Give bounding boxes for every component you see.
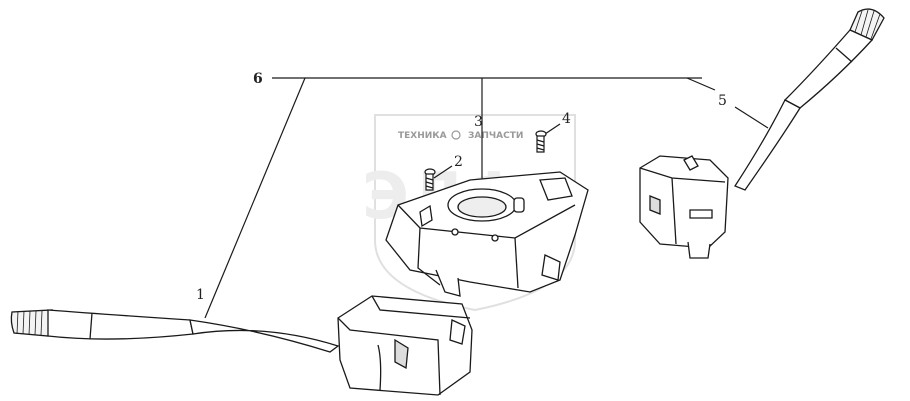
knurled-tip-right (849, 8, 885, 41)
part-1-left-stalk-switch (10, 295, 473, 396)
stalk-shaft (189, 319, 340, 353)
leader-lines (204, 77, 769, 319)
stalk-shaft-right (734, 99, 801, 191)
gear-icon (451, 130, 461, 140)
leader-2 (433, 165, 453, 179)
callout-6: 6 (253, 71, 263, 87)
leader-1 (204, 77, 306, 319)
part-5-right-stalk-switch (639, 8, 885, 259)
callout-2: 2 (454, 154, 463, 170)
watermark-text-left: ТЕХНИКА (398, 131, 447, 141)
callout-5: 5 (718, 93, 727, 109)
leader-5b (734, 106, 769, 129)
callout-1: 1 (196, 287, 205, 303)
watermark-text-right: ЗАПЧАСТИ (468, 131, 523, 141)
leader-4 (544, 123, 561, 135)
leader-5a (686, 77, 716, 91)
bracket-outline (385, 171, 589, 293)
stalk-handle-right (783, 29, 874, 109)
stalk-handle (47, 309, 194, 340)
part-4-screw (535, 130, 547, 153)
callout-3: 3 (474, 114, 483, 130)
part-3-base-bracket (385, 171, 589, 297)
switch-body-right (639, 155, 729, 249)
part-2-screw (424, 168, 436, 191)
callout-4: 4 (562, 111, 571, 127)
